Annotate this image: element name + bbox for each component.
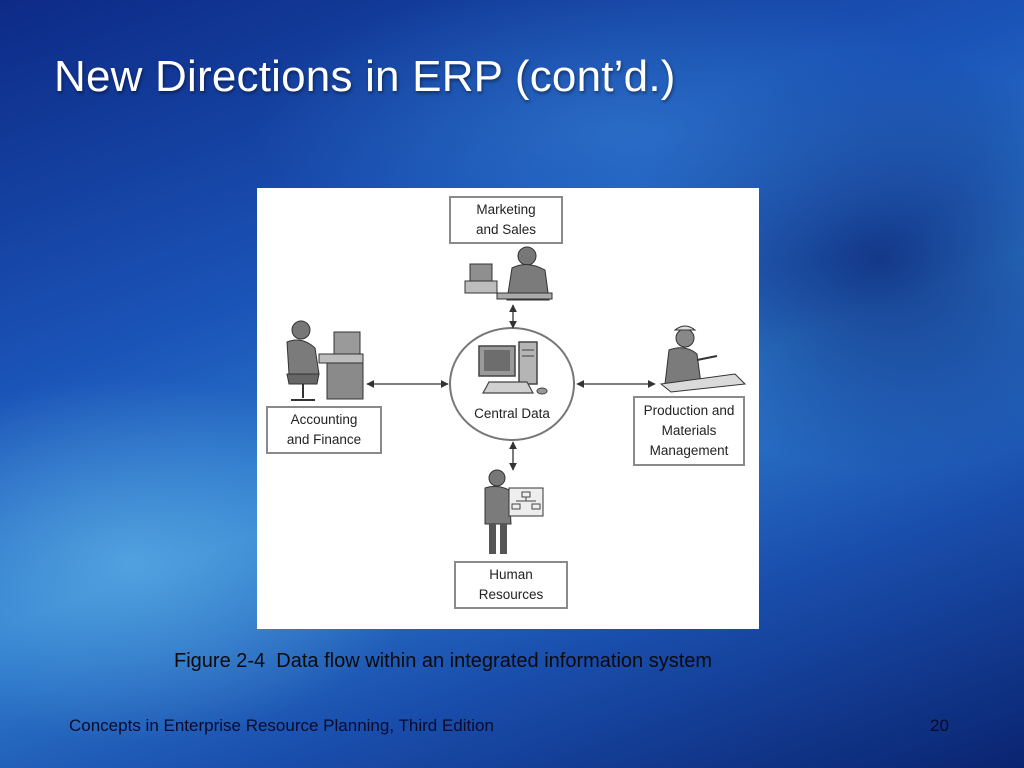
hr-label-line1: Human <box>489 567 533 582</box>
erp-data-flow-figure: Marketing and Sales Accounting and Finan… <box>257 188 759 629</box>
production-label-line2: Materials <box>661 423 717 438</box>
marketing-and-sales-box: Marketing and Sales <box>449 196 563 244</box>
slide-title: New Directions in ERP (cont’d.) <box>54 52 676 101</box>
footer-book-title: Concepts in Enterprise Resource Planning… <box>69 716 494 735</box>
page-number: 20 <box>930 716 949 735</box>
production-engineer-icon <box>659 325 747 393</box>
marketing-person-icon <box>464 246 553 301</box>
marketing-label-line2: and Sales <box>475 222 537 237</box>
production-label-line3: Management <box>649 443 729 458</box>
accounting-and-finance-box: Accounting and Finance <box>266 406 382 454</box>
hr-person-icon <box>484 469 544 554</box>
accounting-label-line2: and Finance <box>286 432 362 447</box>
central-data-label: Central Data <box>474 406 550 421</box>
production-materials-box: Production and Materials Management <box>633 396 745 466</box>
figure-artwork <box>286 246 747 554</box>
hr-label-line2: Resources <box>478 587 544 602</box>
accounting-person-icon <box>286 320 364 401</box>
central-computer-icon <box>478 341 548 395</box>
human-resources-box: Human Resources <box>454 561 568 609</box>
figure-caption: Figure 2-4 Data flow within an integrate… <box>174 650 713 672</box>
accounting-label-line1: Accounting <box>290 412 358 427</box>
production-label-line1: Production and <box>643 403 735 418</box>
marketing-label-line1: Marketing <box>476 202 536 217</box>
